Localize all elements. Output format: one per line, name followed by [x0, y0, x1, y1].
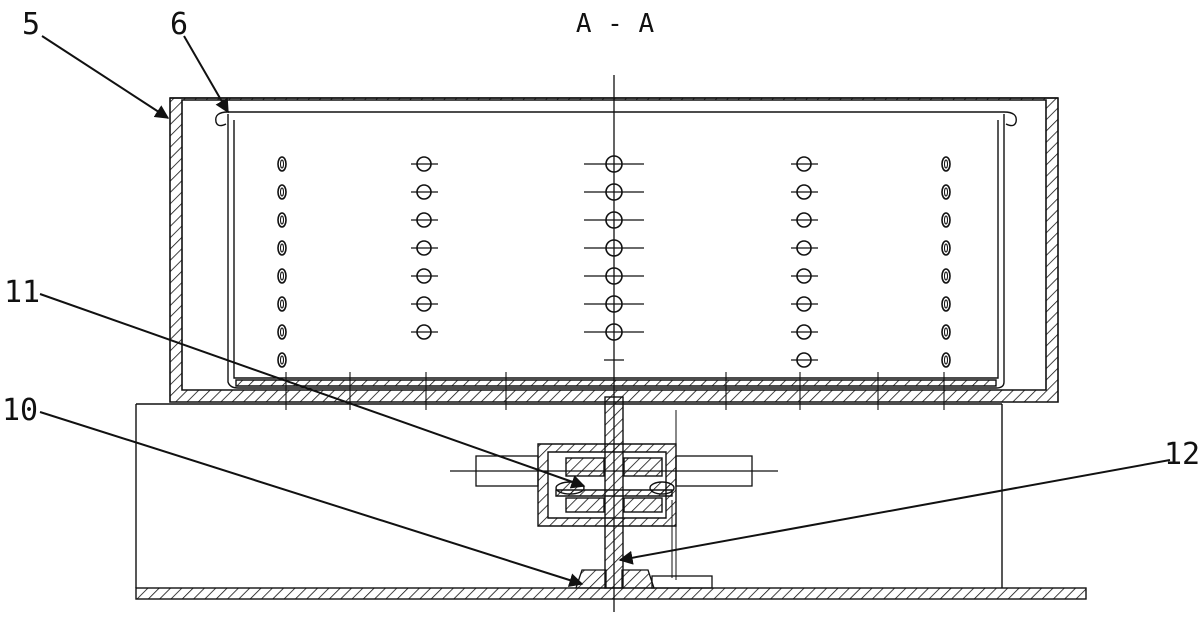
hole-slot: [941, 268, 951, 284]
hole-slot: [277, 212, 287, 228]
hole-crossed: [791, 352, 818, 368]
hole-crossed: [411, 212, 438, 228]
hole-circle: [584, 183, 644, 201]
hole-crossed: [411, 156, 438, 172]
leader-5: [41, 35, 170, 119]
hole-crossed: [411, 296, 438, 312]
hole-slot: [277, 156, 287, 172]
hole-crossed: [791, 296, 818, 312]
hole-slot: [277, 240, 287, 256]
hole-crossed: [791, 240, 818, 256]
leader-12: [618, 459, 1171, 565]
hole-circle: [584, 295, 644, 313]
hole-slot: [941, 184, 951, 200]
hole-circle: [584, 155, 644, 173]
hole-circle: [584, 323, 644, 341]
inner-basket: [215, 111, 1017, 389]
leader-lines: [39, 35, 1171, 587]
hole-slot: [277, 296, 287, 312]
hole-slot: [941, 156, 951, 172]
base-frame: [135, 403, 1003, 588]
support-lines: [671, 410, 677, 580]
hole-crossed: [791, 156, 818, 172]
hole-slot: [941, 324, 951, 340]
hole-crossed: [791, 184, 818, 200]
bevel-gear: [575, 569, 713, 589]
hole-slot: [277, 184, 287, 200]
callout-11: 11: [4, 275, 40, 310]
hole-pattern: [277, 155, 951, 368]
outer-tray: [169, 97, 1059, 403]
callout-5: 5: [22, 7, 40, 42]
hole-crossed: [791, 324, 818, 340]
hole-crossed: [411, 324, 438, 340]
hole-slot: [277, 324, 287, 340]
hole-slot: [277, 352, 287, 368]
hole-slot: [941, 352, 951, 368]
hole-crossed: [411, 240, 438, 256]
callout-10: 10: [2, 393, 38, 428]
base-plate: [135, 587, 1087, 600]
hole-crossed: [411, 184, 438, 200]
hole-crossed: [791, 212, 818, 228]
hole-circle: [584, 211, 644, 229]
hole-crossed: [411, 268, 438, 284]
callout-6: 6: [170, 7, 188, 42]
hole-crossed: [791, 268, 818, 284]
hole-slot: [941, 240, 951, 256]
leader-11: [39, 293, 586, 489]
callout-12: 12: [1164, 437, 1200, 472]
section-title: A - A: [576, 9, 655, 39]
hole-slot: [941, 296, 951, 312]
hole-slot: [941, 212, 951, 228]
leader-6: [183, 35, 229, 114]
hole-circle: [584, 267, 644, 285]
hole-slot: [277, 268, 287, 284]
leader-10: [39, 411, 584, 587]
hole-circle: [584, 239, 644, 257]
